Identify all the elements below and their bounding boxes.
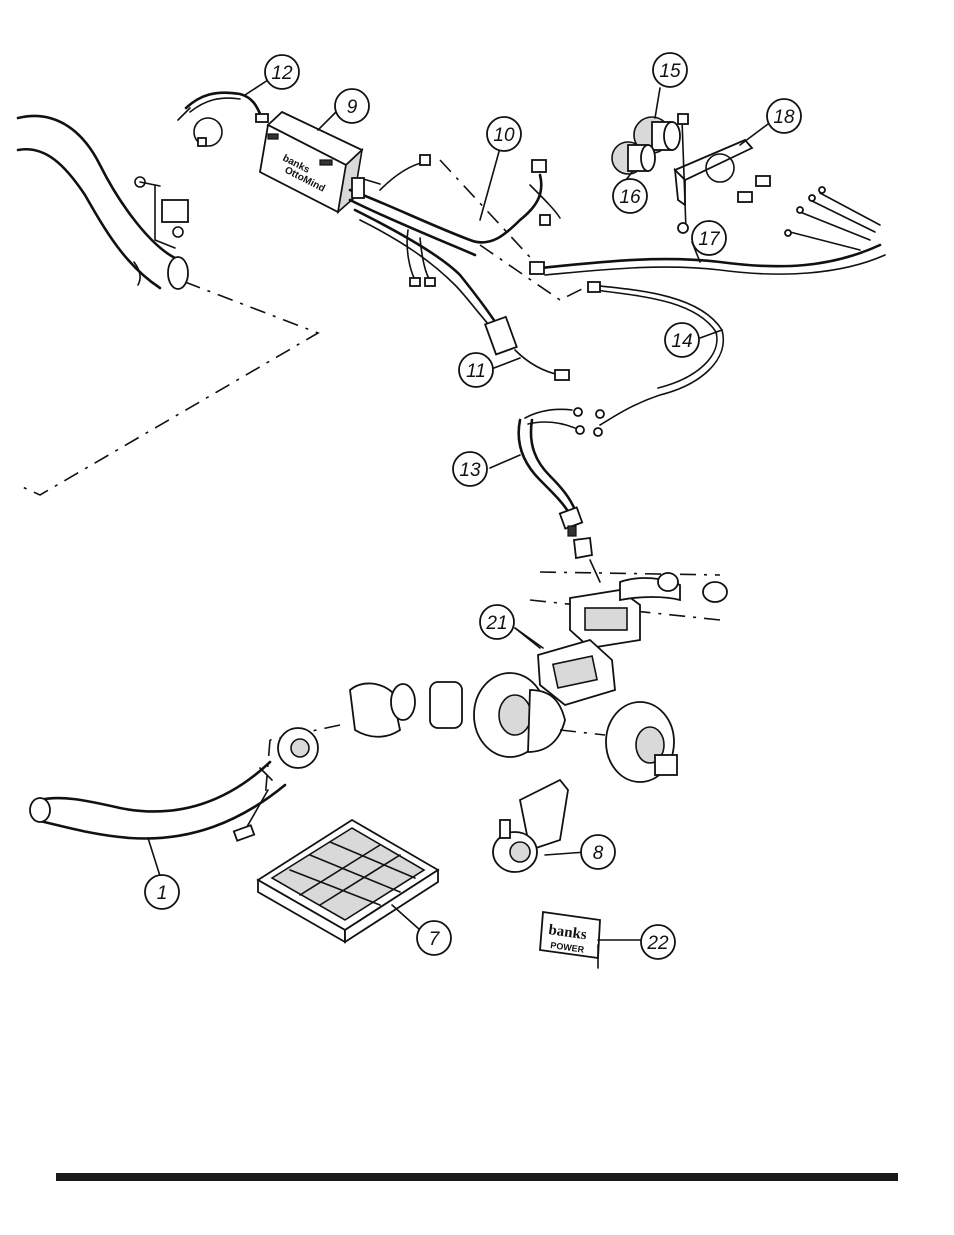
callout-13-label: 13	[459, 460, 481, 481]
callout-11: 11	[459, 353, 493, 387]
callout-15: 15	[653, 53, 687, 87]
callout-11-label: 11	[466, 361, 486, 382]
part-14-sensor-wire	[588, 282, 723, 436]
part-10-main-harness	[350, 155, 560, 345]
part-11-connector	[485, 317, 569, 380]
turbo-assembly	[270, 673, 677, 782]
callout-12: 12	[265, 55, 299, 89]
part-22-decal: banks POWER	[540, 912, 600, 958]
callout-22: 22	[641, 925, 675, 959]
callout-7-label: 7	[429, 929, 441, 950]
callout-18-label: 18	[773, 107, 795, 128]
callout-8-label: 8	[593, 843, 604, 864]
part-12-harness	[178, 93, 268, 146]
callout-13: 13	[453, 452, 487, 486]
callout-10: 10	[487, 117, 521, 151]
callout-16-label: 16	[619, 187, 641, 208]
callout-21: 21	[480, 605, 514, 639]
callout-9: 9	[335, 89, 369, 123]
callout-10-label: 10	[493, 125, 515, 146]
callout-8: 8	[581, 835, 615, 869]
callout-16: 16	[613, 179, 647, 213]
callout-1: 1	[145, 875, 179, 909]
part-18-bracket	[675, 114, 770, 233]
callout-9-label: 9	[347, 97, 358, 118]
callout-17: 17	[692, 221, 726, 255]
part-9-control-module: banks OttoMind	[260, 112, 362, 212]
callout-14: 14	[665, 323, 699, 357]
callout-21-label: 21	[485, 613, 507, 634]
callout-15-label: 15	[659, 61, 681, 82]
callout-22-label: 22	[646, 933, 669, 954]
callout-12-label: 12	[271, 63, 293, 84]
part-16-relay	[612, 142, 655, 174]
callout-18: 18	[767, 99, 801, 133]
part-13-sensor-lead	[519, 408, 600, 582]
callout-14-label: 14	[671, 331, 692, 352]
callout-7: 7	[417, 921, 451, 955]
part-7-air-filter	[258, 820, 438, 942]
callout-17-label: 17	[698, 229, 721, 250]
vehicle-outline-dashed	[18, 282, 318, 495]
part-1-intake-tube	[30, 728, 318, 841]
part-8-actuator	[493, 780, 568, 872]
exhaust-pipe-upper	[18, 116, 188, 289]
callout-1-label: 1	[157, 883, 168, 904]
footer-rule	[56, 1173, 898, 1181]
exhaust-manifold	[530, 572, 727, 648]
